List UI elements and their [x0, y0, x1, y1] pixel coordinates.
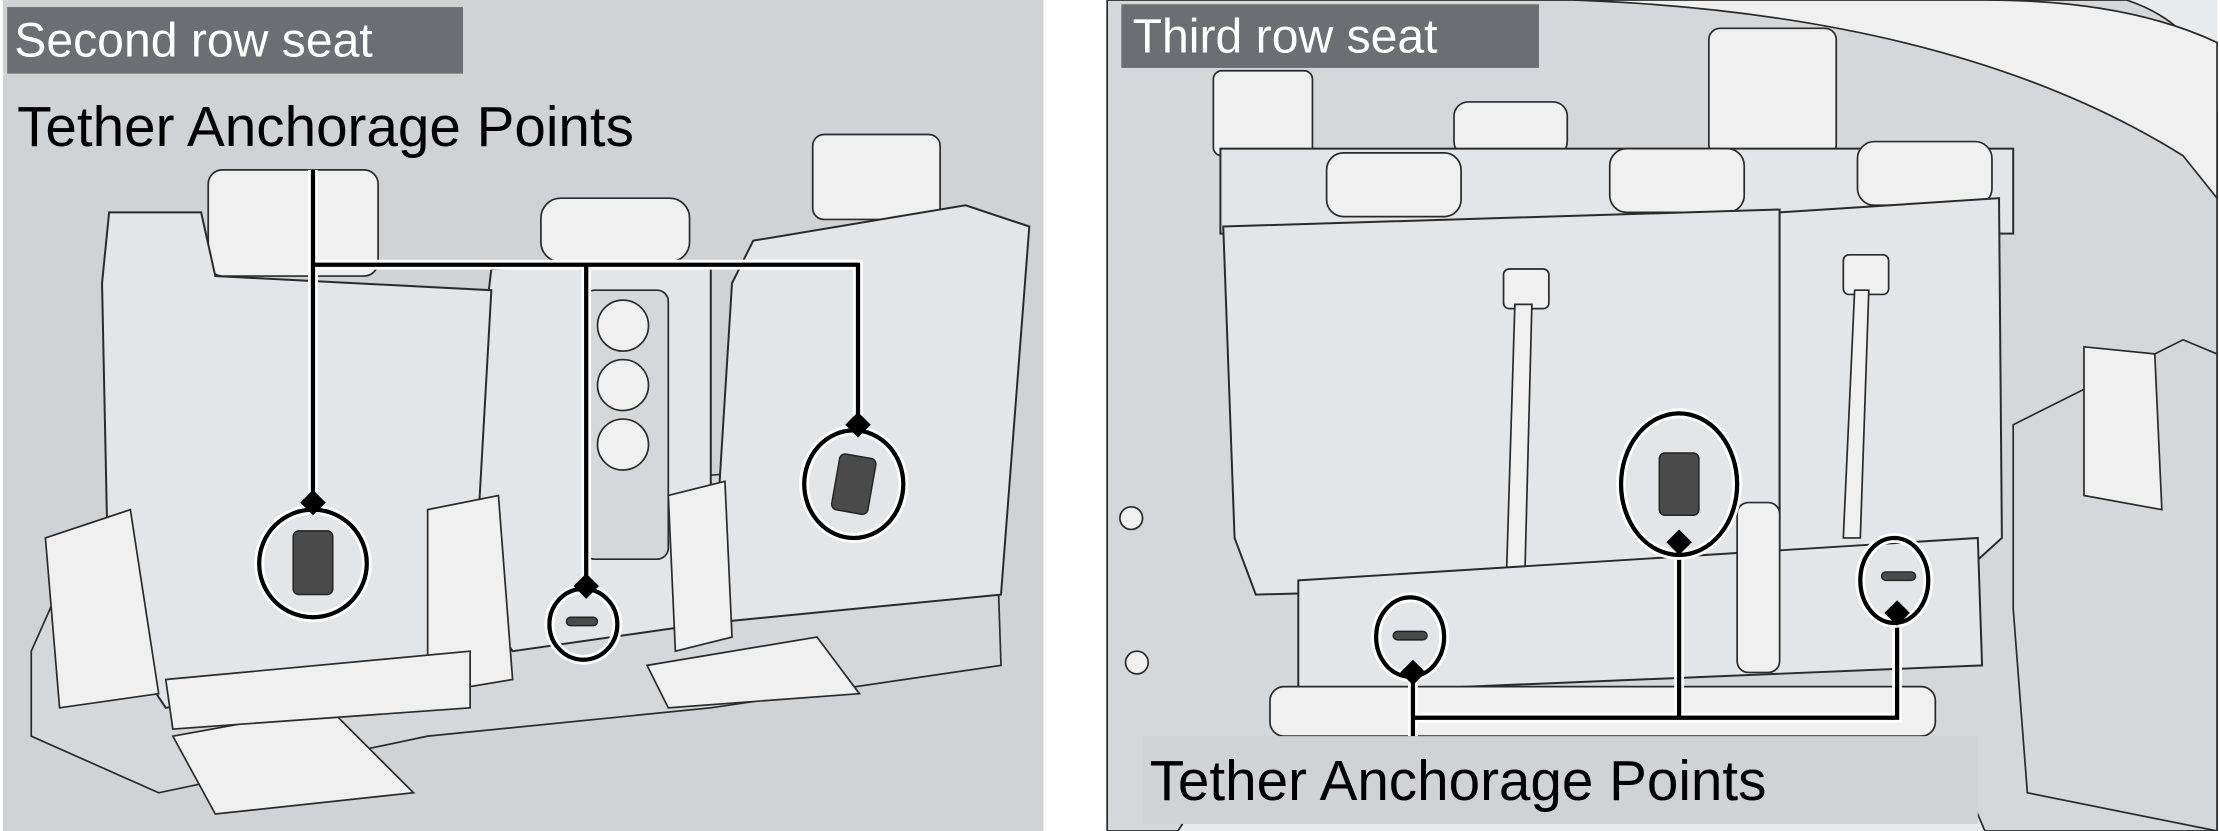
- second-row-title: Second row seat: [14, 14, 373, 68]
- second-row-callout: Tether Anchorage Points: [17, 95, 634, 158]
- second-row-panel: Second row seat Tether Anchorage Points: [2, 0, 1044, 831]
- diamond-marker-icon: [1400, 659, 1426, 686]
- third-row-leader-lines: [1371, 408, 1934, 737]
- third-row-label-box: [1121, 4, 1539, 68]
- third-row-panel: Third row seat Tether Anchorage Points: [1106, 0, 2218, 831]
- second-row-seat-illustration: [30, 133, 1031, 815]
- second-row-leader-lines: [254, 169, 909, 665]
- diamond-marker-icon: [845, 411, 871, 438]
- third-row-title: Third row seat: [1133, 9, 1439, 63]
- third-row-callout-box: [1142, 736, 1978, 824]
- second-row-label-box: [7, 7, 464, 74]
- diamond-marker-icon: [300, 489, 326, 516]
- diamond-marker-icon: [1666, 529, 1692, 555]
- diamond-marker-icon: [573, 573, 599, 599]
- diamond-marker-icon: [1884, 600, 1910, 626]
- third-row-callout: Tether Anchorage Points: [1150, 749, 1767, 812]
